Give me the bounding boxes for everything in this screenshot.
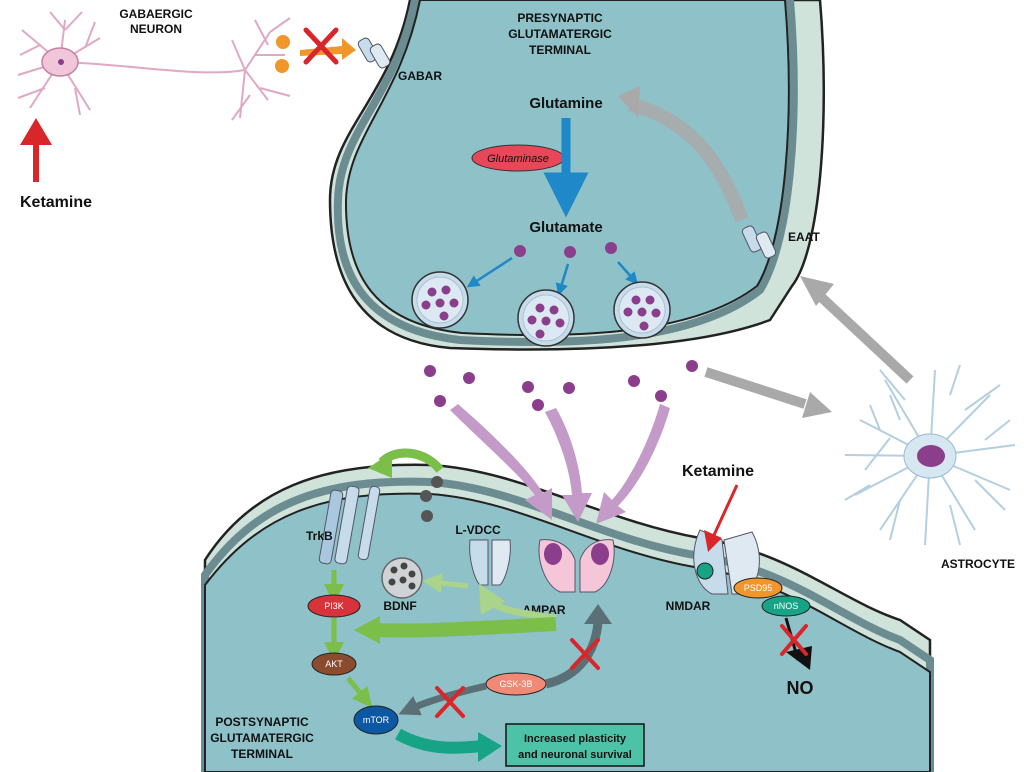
glutamine-recycling-arrowhead	[618, 86, 640, 118]
gabaergic-neuron-label-line2: NEURON	[130, 22, 182, 36]
no-blocked-x	[780, 624, 808, 656]
postsynaptic-label-line3: TERMINAL	[231, 747, 293, 761]
bdnf-granule	[421, 510, 433, 522]
gabar-label: GABAR	[398, 69, 442, 83]
akt-node	[311, 652, 357, 676]
lvdcc-to-bdnf-arrow	[422, 573, 469, 594]
ampar-to-lvdcc-arrow	[479, 583, 557, 622]
glutamate-dot	[564, 246, 576, 258]
neuron-nucleus	[58, 59, 64, 65]
ampar-to-pi3k-arrowhead	[354, 616, 380, 644]
blocked-x-mark	[303, 27, 339, 65]
mtor-node	[353, 705, 399, 735]
mtor-to-outcome-arrowhead	[478, 732, 502, 762]
presynaptic-label-line3: TERMINAL	[529, 43, 591, 57]
astrocyte-to-eaat-arrow	[816, 292, 914, 384]
loading-arrow	[617, 261, 639, 285]
gsk3b-ampar-inhibition-x	[570, 638, 600, 670]
akt-label: AKT	[325, 659, 343, 669]
gabaergic-neuron-label-line1: GABAERGIC	[119, 7, 193, 21]
lvdcc-label: L-VDCC	[455, 523, 501, 537]
bdnf-granule	[431, 476, 443, 488]
ketamine-up-arrow	[20, 118, 52, 182]
bdnf-vesicle	[381, 557, 423, 599]
postsynaptic-label-line1: POSTSYNAPTIC	[215, 715, 309, 729]
gaba-dot	[276, 35, 290, 49]
mtor-to-outcome-arrow	[395, 728, 483, 754]
bdnf-label: BDNF	[383, 599, 416, 613]
ketamine-right-label: Ketamine	[682, 463, 754, 480]
mtor-label: mTOR	[363, 715, 390, 725]
gabaergic-neuron	[17, 11, 291, 121]
ketamine-block-arrow	[712, 484, 739, 536]
lvdcc-channel	[469, 539, 511, 586]
loading-arrow	[466, 256, 513, 288]
glutamate-binding-arrows	[450, 404, 670, 524]
glutaminase-label: Glutaminase	[487, 153, 549, 165]
outcome-line2: and neuronal survival	[518, 749, 632, 761]
gsk3b-inhibition-x	[435, 686, 465, 718]
glutamine-recycling-arrow	[628, 97, 749, 223]
psd95-label: PSD95	[744, 583, 773, 593]
ketamine-block-arrowhead	[704, 530, 722, 552]
gsk3b-label: GSK-3B	[499, 679, 532, 689]
nnos-protein	[761, 595, 811, 617]
outcome-line1: Increased plasticity	[524, 733, 627, 745]
psd95-protein	[733, 577, 783, 599]
trkb-label: TrkB	[306, 529, 333, 543]
eaat-label: EAAT	[788, 230, 820, 244]
nnos-label: nNOS	[774, 601, 799, 611]
postsynaptic-label-line2: GLUTAMATERGIC	[210, 731, 314, 745]
bdnf-feedback-arrowhead	[368, 452, 392, 478]
outcome-box	[505, 723, 645, 767]
ketamine-left-label: Ketamine	[20, 194, 92, 211]
nmdar-label: NMDAR	[666, 599, 711, 613]
glutamate-label: Glutamate	[529, 219, 602, 236]
postsynaptic-terminal	[201, 463, 934, 772]
astrocyte-label: ASTROCYTE	[941, 557, 1015, 571]
akt-to-mtor-arrow	[346, 676, 373, 708]
neuron-dendrites	[17, 11, 291, 121]
glutamine-label: Glutamine	[529, 95, 602, 112]
ampar-receptor	[538, 539, 615, 593]
presynaptic-label-line2: GLUTAMATERGIC	[508, 27, 612, 41]
trkb-receptor	[318, 485, 381, 565]
loading-arrow	[555, 263, 570, 296]
synaptic-vesicle	[411, 271, 469, 329]
pi3k-label: PI3K	[324, 601, 344, 611]
gaba-dot	[275, 59, 289, 73]
pi3k-node	[307, 594, 361, 618]
astrocyte	[844, 364, 1016, 546]
ampar-to-pi3k-arrow	[371, 617, 557, 638]
astrocyte-to-eaat-arrowhead	[800, 276, 834, 306]
bdnf-granule	[420, 490, 432, 502]
no-label: NO	[787, 678, 814, 698]
glutamate-dot	[514, 245, 526, 257]
eaat-transporter	[741, 225, 777, 259]
glutamate-dot	[605, 242, 617, 254]
gsk3b-to-ampar-arrow	[544, 621, 603, 689]
glutamate-uptake-arrow	[704, 367, 807, 409]
synaptic-vesicle	[613, 281, 671, 339]
glutamate-uptake-arrowhead	[802, 392, 832, 418]
cleft-glutamate	[424, 360, 698, 411]
presynaptic-label-line1: PRESYNAPTIC	[517, 11, 603, 25]
gsk3b-to-ampar-arrowhead	[584, 604, 612, 624]
synaptic-vesicle	[517, 289, 575, 347]
gabar-receptor	[357, 37, 391, 69]
